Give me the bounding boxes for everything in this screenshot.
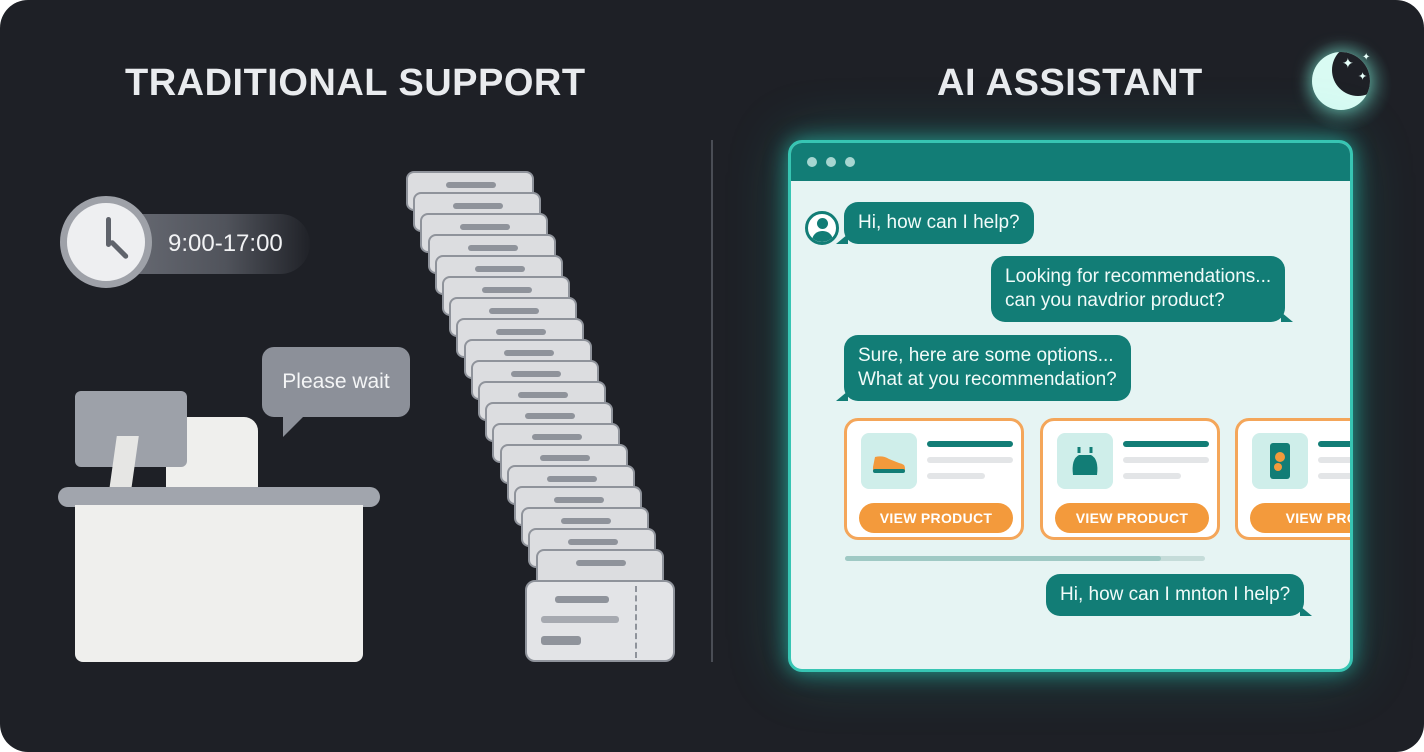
sparkle-icon: ✦ xyxy=(1362,52,1371,63)
chat-message-bot: Sure, here are some options... What at y… xyxy=(836,335,1131,401)
ticket-line xyxy=(555,596,609,603)
chat-message-bot: Hi, how can I help? xyxy=(836,202,1034,244)
ticket-line xyxy=(446,182,496,188)
ticket-line xyxy=(532,434,583,440)
ticket-line xyxy=(467,245,518,251)
chat-titlebar xyxy=(791,143,1350,181)
ticket-icon xyxy=(525,580,675,662)
view-product-button[interactable]: VIEW PRODUCT xyxy=(859,503,1013,533)
please-wait-text: Please wait xyxy=(282,370,390,393)
avatar-body xyxy=(812,231,833,242)
ai-assistant-heading: AI ASSISTANT xyxy=(937,62,1203,104)
card-text-line xyxy=(1123,457,1209,463)
desk-icon xyxy=(75,505,363,662)
product-card[interactable]: VIEW PRODUCT xyxy=(1040,418,1220,540)
ticket-line xyxy=(482,287,532,293)
ticket-line xyxy=(541,636,581,645)
message-line: Hi, how can I help? xyxy=(858,212,1020,233)
message-line: Sure, here are some options... xyxy=(858,345,1114,366)
view-product-button[interactable]: VIEW PROD xyxy=(1250,503,1350,533)
carousel-scrollbar-thumb[interactable] xyxy=(845,556,1161,561)
window-dot[interactable] xyxy=(807,157,817,167)
ticket-perforation xyxy=(635,586,637,658)
message-line: can you navdrior product? xyxy=(1005,290,1225,311)
ticket-line xyxy=(460,224,511,230)
shoe-icon xyxy=(861,433,917,489)
ticket-line xyxy=(561,518,612,524)
ticket-line xyxy=(453,203,504,209)
card-title-line xyxy=(1318,441,1350,447)
view-product-button[interactable]: VIEW PRODUCT xyxy=(1055,503,1209,533)
card-text-line xyxy=(927,457,1013,463)
ticket-line xyxy=(474,266,525,272)
card-text-line xyxy=(1318,473,1350,479)
ticket-line xyxy=(525,413,576,419)
please-wait-bubble: Please wait xyxy=(262,347,410,417)
card-title-line xyxy=(1123,441,1209,447)
ticket-line xyxy=(539,455,590,461)
traditional-support-heading: TRADITIONAL SUPPORT xyxy=(125,62,586,104)
card-text-line xyxy=(1123,473,1181,479)
card-text-line xyxy=(1318,457,1350,463)
card-text-line xyxy=(927,473,985,479)
phone-icon xyxy=(1252,433,1308,489)
window-dot[interactable] xyxy=(845,157,855,167)
divider xyxy=(711,140,713,662)
chat-message-user: Looking for recommendations... can you n… xyxy=(991,256,1294,322)
ticket-line xyxy=(489,308,540,314)
sparkle-icon: ✦ xyxy=(1358,71,1368,83)
chat-window: Hi, how can I help? Looking for recommen… xyxy=(788,140,1353,672)
bot-avatar-icon xyxy=(805,211,839,245)
business-hours: 9:00-17:00 xyxy=(168,230,283,257)
message-line: Looking for recommendations... xyxy=(1005,266,1272,287)
ticket-line xyxy=(546,476,597,482)
ticket-line xyxy=(541,616,619,623)
ticket-line xyxy=(568,539,619,545)
ticket-line xyxy=(496,329,547,335)
product-card[interactable]: VIEW PRODUCT xyxy=(844,418,1024,540)
ticket-line xyxy=(503,350,554,356)
desk-top xyxy=(58,487,380,507)
ticket-line xyxy=(518,392,568,398)
ticket-line xyxy=(510,371,561,377)
chat-message-user: Hi, how can I mnton I help? xyxy=(1046,574,1313,616)
product-card[interactable]: VIEW PROD xyxy=(1235,418,1350,540)
avatar-head xyxy=(817,218,828,229)
card-title-line xyxy=(927,441,1013,447)
message-line: What at you recommendation? xyxy=(858,369,1117,390)
ticket-line xyxy=(554,497,604,503)
clock-minute-hand xyxy=(108,239,130,260)
window-dot[interactable] xyxy=(826,157,836,167)
speech-bubble-tail xyxy=(283,415,305,437)
bag-icon xyxy=(1057,433,1113,489)
sparkle-icon: ✦ xyxy=(1342,55,1354,71)
clock-icon xyxy=(60,196,152,288)
clock-hour-hand xyxy=(106,217,111,247)
ticket-line xyxy=(575,560,626,566)
moon-icon xyxy=(1312,52,1370,110)
message-line: Hi, how can I mnton I help? xyxy=(1060,584,1291,605)
